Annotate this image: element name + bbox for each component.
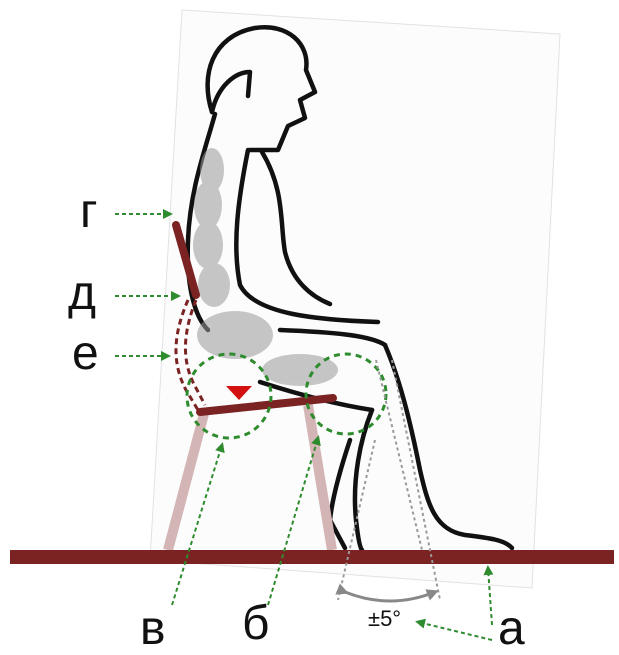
- label-g: г: [80, 188, 98, 236]
- label-d: д: [68, 270, 96, 318]
- floor-line: [10, 550, 614, 564]
- label-b: б: [242, 600, 270, 648]
- label-e: е: [72, 330, 99, 378]
- arrow-a-angle: [418, 622, 492, 640]
- label-angle: ±5°: [368, 608, 401, 630]
- label-a: а: [498, 605, 525, 653]
- angle-arc: [345, 592, 435, 601]
- label-v: в: [140, 605, 166, 653]
